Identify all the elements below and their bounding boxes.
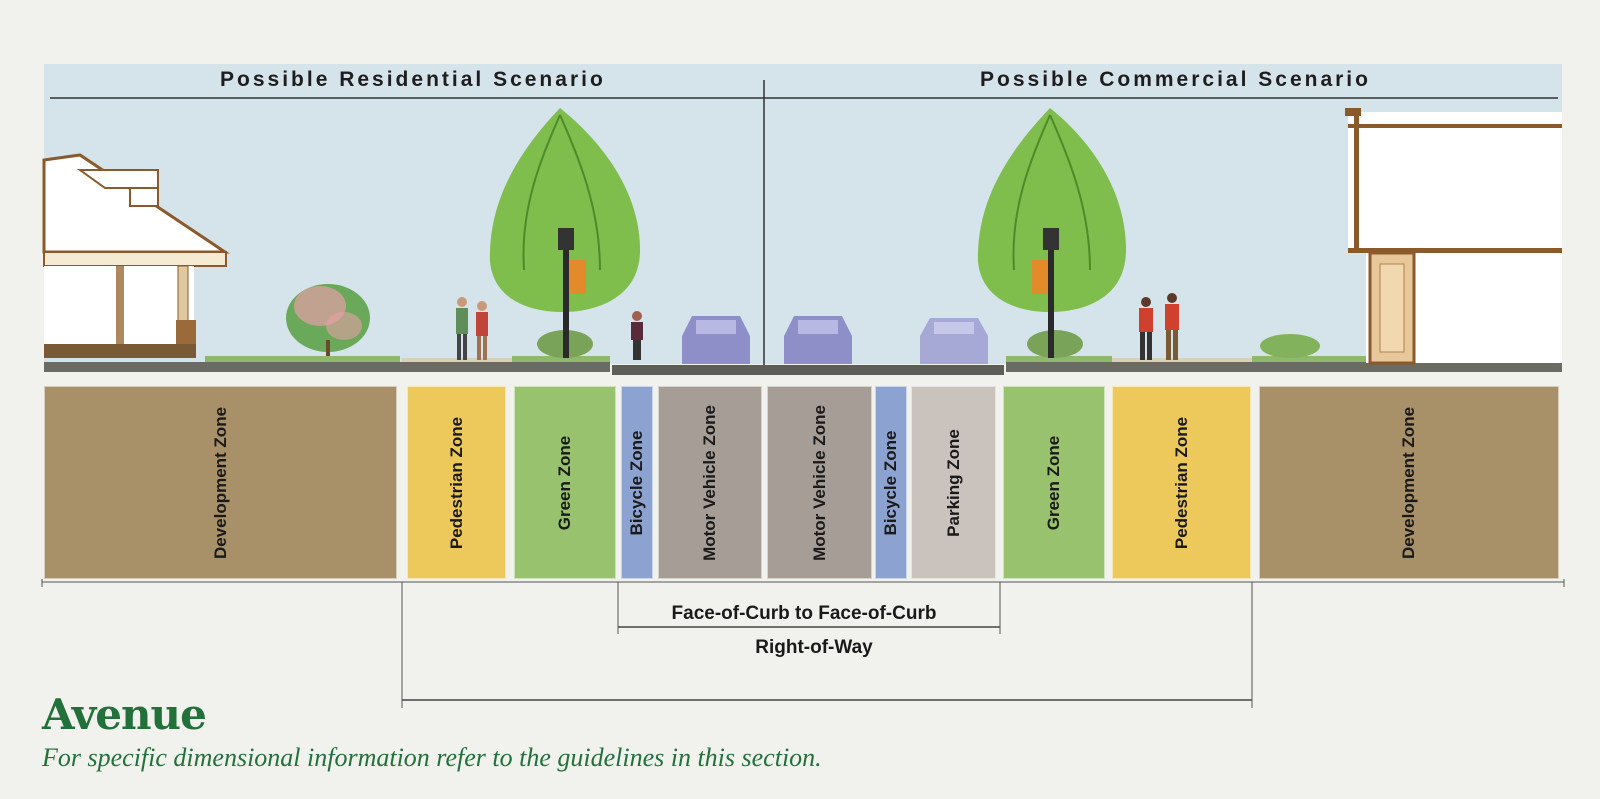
flowering-bush-illustration bbox=[286, 284, 370, 356]
zone-green: Green Zone bbox=[1003, 386, 1105, 579]
zone-pedestrian: Pedestrian Zone bbox=[407, 386, 506, 579]
face-of-curb-label: Face-of-Curb to Face-of-Curb bbox=[671, 603, 937, 624]
tree-illustration-right bbox=[977, 108, 1126, 358]
zone-green: Green Zone bbox=[514, 386, 616, 579]
zone-label: Development Zone bbox=[1399, 406, 1418, 559]
residential-scenario-title: Possible Residential Scenario bbox=[220, 68, 606, 91]
zone-label: Pedestrian Zone bbox=[446, 416, 466, 549]
grass-right bbox=[1006, 356, 1112, 362]
commercial-scenario-title: Possible Commercial Scenario bbox=[980, 68, 1371, 91]
zone-label: Development Zone bbox=[210, 406, 230, 559]
zone-pedestrian: Pedestrian Zone bbox=[1112, 386, 1251, 579]
ground-left bbox=[44, 362, 610, 372]
street-lamp-left bbox=[558, 228, 586, 358]
zone-bicycle: Bicycle Zone bbox=[875, 386, 907, 579]
zone-development: Development Zone bbox=[44, 386, 397, 579]
zone-bicycle: Bicycle Zone bbox=[621, 386, 653, 579]
commercial-building-illustration bbox=[1345, 108, 1562, 365]
parked-car-illustration bbox=[920, 318, 988, 364]
grass-left bbox=[205, 356, 400, 362]
sidewalk-right bbox=[1112, 358, 1252, 362]
street-lamp-right bbox=[1032, 228, 1059, 358]
grass-right-2 bbox=[1252, 356, 1367, 362]
right-of-way-label: Right-of-Way bbox=[755, 637, 873, 658]
zone-label: Motor Vehicle Zone bbox=[809, 404, 829, 561]
zone-label: Green Zone bbox=[1044, 435, 1063, 530]
ground-right bbox=[1006, 362, 1562, 372]
house-illustration bbox=[42, 153, 230, 358]
grass-left-2 bbox=[512, 356, 610, 362]
zone-label: Green Zone bbox=[555, 435, 574, 530]
page-note: For specific dimensional information ref… bbox=[42, 743, 822, 772]
pedestrians-left bbox=[456, 297, 488, 360]
pedestrians-right bbox=[1139, 293, 1179, 360]
zone-motor-vehicle: Motor Vehicle Zone bbox=[658, 386, 762, 579]
shrub-illustration bbox=[1260, 334, 1320, 358]
car-illustration-2 bbox=[784, 316, 852, 364]
page-title: Avenue bbox=[42, 690, 207, 739]
zone-parking: Parking Zone bbox=[911, 386, 996, 579]
cyclist-illustration bbox=[631, 311, 643, 360]
zone-motor-vehicle: Motor Vehicle Zone bbox=[767, 386, 872, 579]
zone-label: Pedestrian Zone bbox=[1171, 416, 1191, 549]
zone-label: Bicycle Zone bbox=[881, 430, 900, 535]
road-surface bbox=[612, 365, 1004, 375]
zone-label: Bicycle Zone bbox=[627, 430, 646, 535]
zone-development: Development Zone bbox=[1259, 386, 1559, 579]
car-illustration-1 bbox=[682, 316, 750, 364]
zone-label: Parking Zone bbox=[943, 428, 963, 537]
zone-label: Motor Vehicle Zone bbox=[700, 404, 719, 561]
